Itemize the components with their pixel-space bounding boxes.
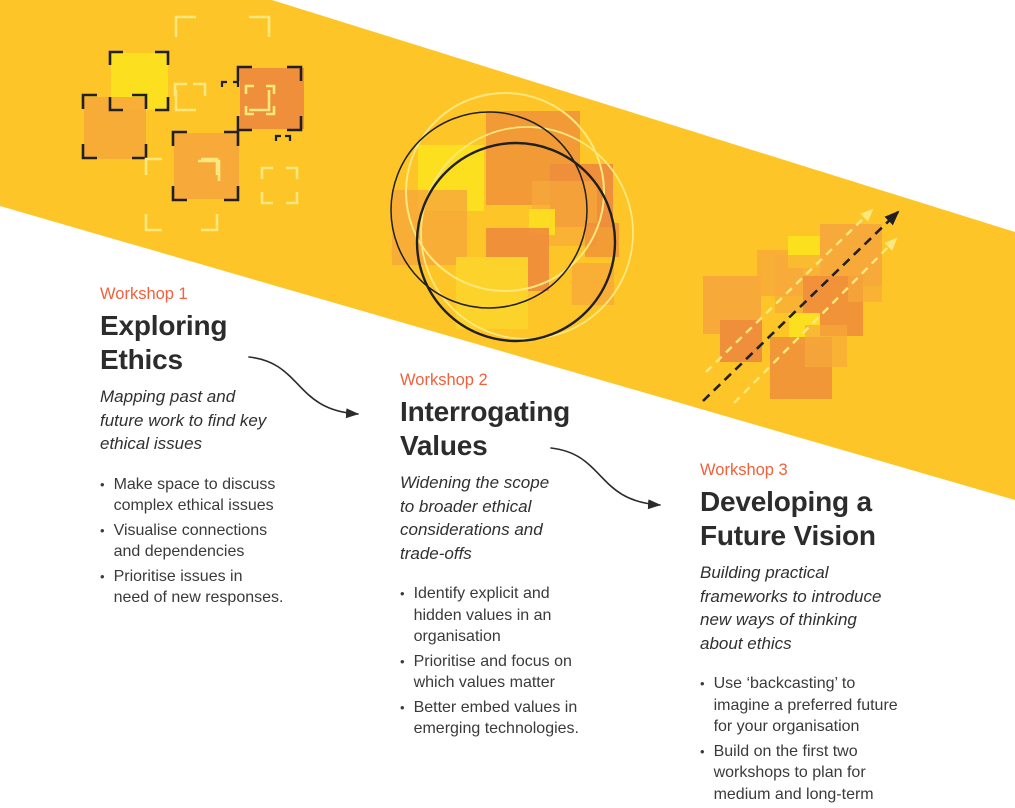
workshop-3-section: Workshop 3 Developing a Future Vision Bu…: [700, 459, 945, 808]
bullet-icon: •: [100, 476, 105, 492]
workshop-1-title: Exploring Ethics: [100, 310, 228, 375]
circle-outline-pale: [405, 92, 605, 292]
circle-outline-black: [390, 111, 588, 309]
bullet-item: • Build on the first two workshops to pla…: [700, 741, 945, 806]
decor-square: [392, 190, 467, 265]
bullet-item: • Make space to discuss complex ethical i…: [100, 474, 325, 517]
workshop-2-subtitle: Widening the scope to broader ethical co…: [400, 473, 550, 563]
workshop-1-label: Workshop 1: [100, 285, 188, 303]
bullet-item: • Better embed values in emerging technol…: [400, 697, 625, 740]
workshop-1-subtitle: Mapping past and future work to find key…: [100, 387, 267, 453]
decor-square: [848, 268, 882, 302]
workshop-1-bullets: • Make space to discuss complex ethical i…: [100, 474, 325, 609]
focus-squares-graphic: [81, 15, 304, 232]
bullet-text: Prioritise and focus on which values mat…: [413, 652, 572, 692]
bullet-text: Better embed values in emerging technolo…: [413, 698, 579, 738]
decor-square: [456, 257, 528, 329]
corner-bracket-pale: [244, 84, 276, 116]
circle-outline-pale: [420, 126, 634, 340]
corner-bracket: [236, 65, 303, 132]
workshop-2-section: Workshop 2 Interrogating Values Widening…: [400, 369, 625, 743]
bullet-item: • Visualise connections and dependencies: [100, 520, 325, 563]
bullet-text: Identify explicit and hidden values in a…: [413, 585, 552, 645]
decor-square: [572, 263, 614, 305]
bullet-icon: •: [400, 653, 405, 669]
bullet-icon: •: [100, 568, 105, 584]
corner-bracket: [81, 93, 148, 160]
decor-square: [174, 133, 239, 199]
corner-bracket-pale: [198, 159, 221, 181]
bullet-text: Prioritise issues in need of new respons…: [113, 567, 284, 607]
dashed-arrow-black: [702, 210, 900, 402]
workshop-3-subtitle: Building practical frameworks to introdu…: [700, 563, 882, 653]
workshop-2-bullets: • Identify explicit and hidden values in …: [400, 583, 625, 740]
bullet-text: Make space to discuss complex ethical is…: [113, 475, 276, 515]
bullet-item: • Prioritise issues in need of new respon…: [100, 566, 325, 609]
circle-outline-black: [415, 141, 617, 343]
dashed-arrow-pale: [705, 208, 874, 373]
circles-squares-graphic: [390, 92, 634, 343]
bullet-item: • Identify explicit and hidden values in …: [400, 583, 625, 648]
corner-bracket-small: [274, 134, 292, 141]
bullet-item: • Use ‘backcasting’ to imagine a preferre…: [700, 673, 945, 738]
bullet-icon: •: [400, 586, 405, 601]
workshop-3-bullets: • Use ‘backcasting’ to imagine a preferre…: [700, 673, 945, 805]
bullet-icon: •: [100, 522, 105, 538]
bullet-icon: •: [700, 743, 705, 759]
decor-square: [805, 325, 847, 367]
decor-square: [84, 97, 146, 159]
trajectory-arrow-graphic: [702, 208, 900, 404]
corner-bracket-pale: [173, 82, 207, 96]
decor-square: [240, 68, 304, 129]
bullet-item: • Prioritise and focus on which values ma…: [400, 651, 625, 694]
bullet-icon: •: [400, 699, 405, 715]
corner-bracket-small: [220, 80, 240, 87]
corner-bracket-pale: [260, 166, 299, 205]
bullet-text: Build on the first two workshops to plan…: [713, 742, 874, 803]
workshop-3-title: Developing a Future Vision: [700, 486, 876, 551]
connector-arrow-1: [248, 356, 359, 419]
corner-bracket: [108, 50, 170, 112]
corner-bracket: [171, 130, 240, 202]
workshop-1-section: Workshop 1 Exploring Ethics Mapping past…: [100, 283, 325, 612]
bullet-text: Use ‘backcasting’ to imagine a preferred…: [713, 675, 898, 735]
bullet-icon: •: [700, 676, 705, 691]
dashed-arrow-pale: [733, 237, 898, 404]
bullet-text: Visualise connections and dependencies: [113, 521, 268, 561]
workshop-2-title: Interrogating Values: [400, 396, 571, 461]
workshop-2-label: Workshop 2: [400, 371, 488, 389]
decor-square: [720, 320, 762, 362]
workshop-3-label: Workshop 3: [700, 461, 788, 479]
connector-arrow-2: [550, 447, 661, 510]
corner-bracket-pale: [174, 15, 271, 112]
corner-bracket-pale: [144, 157, 219, 232]
